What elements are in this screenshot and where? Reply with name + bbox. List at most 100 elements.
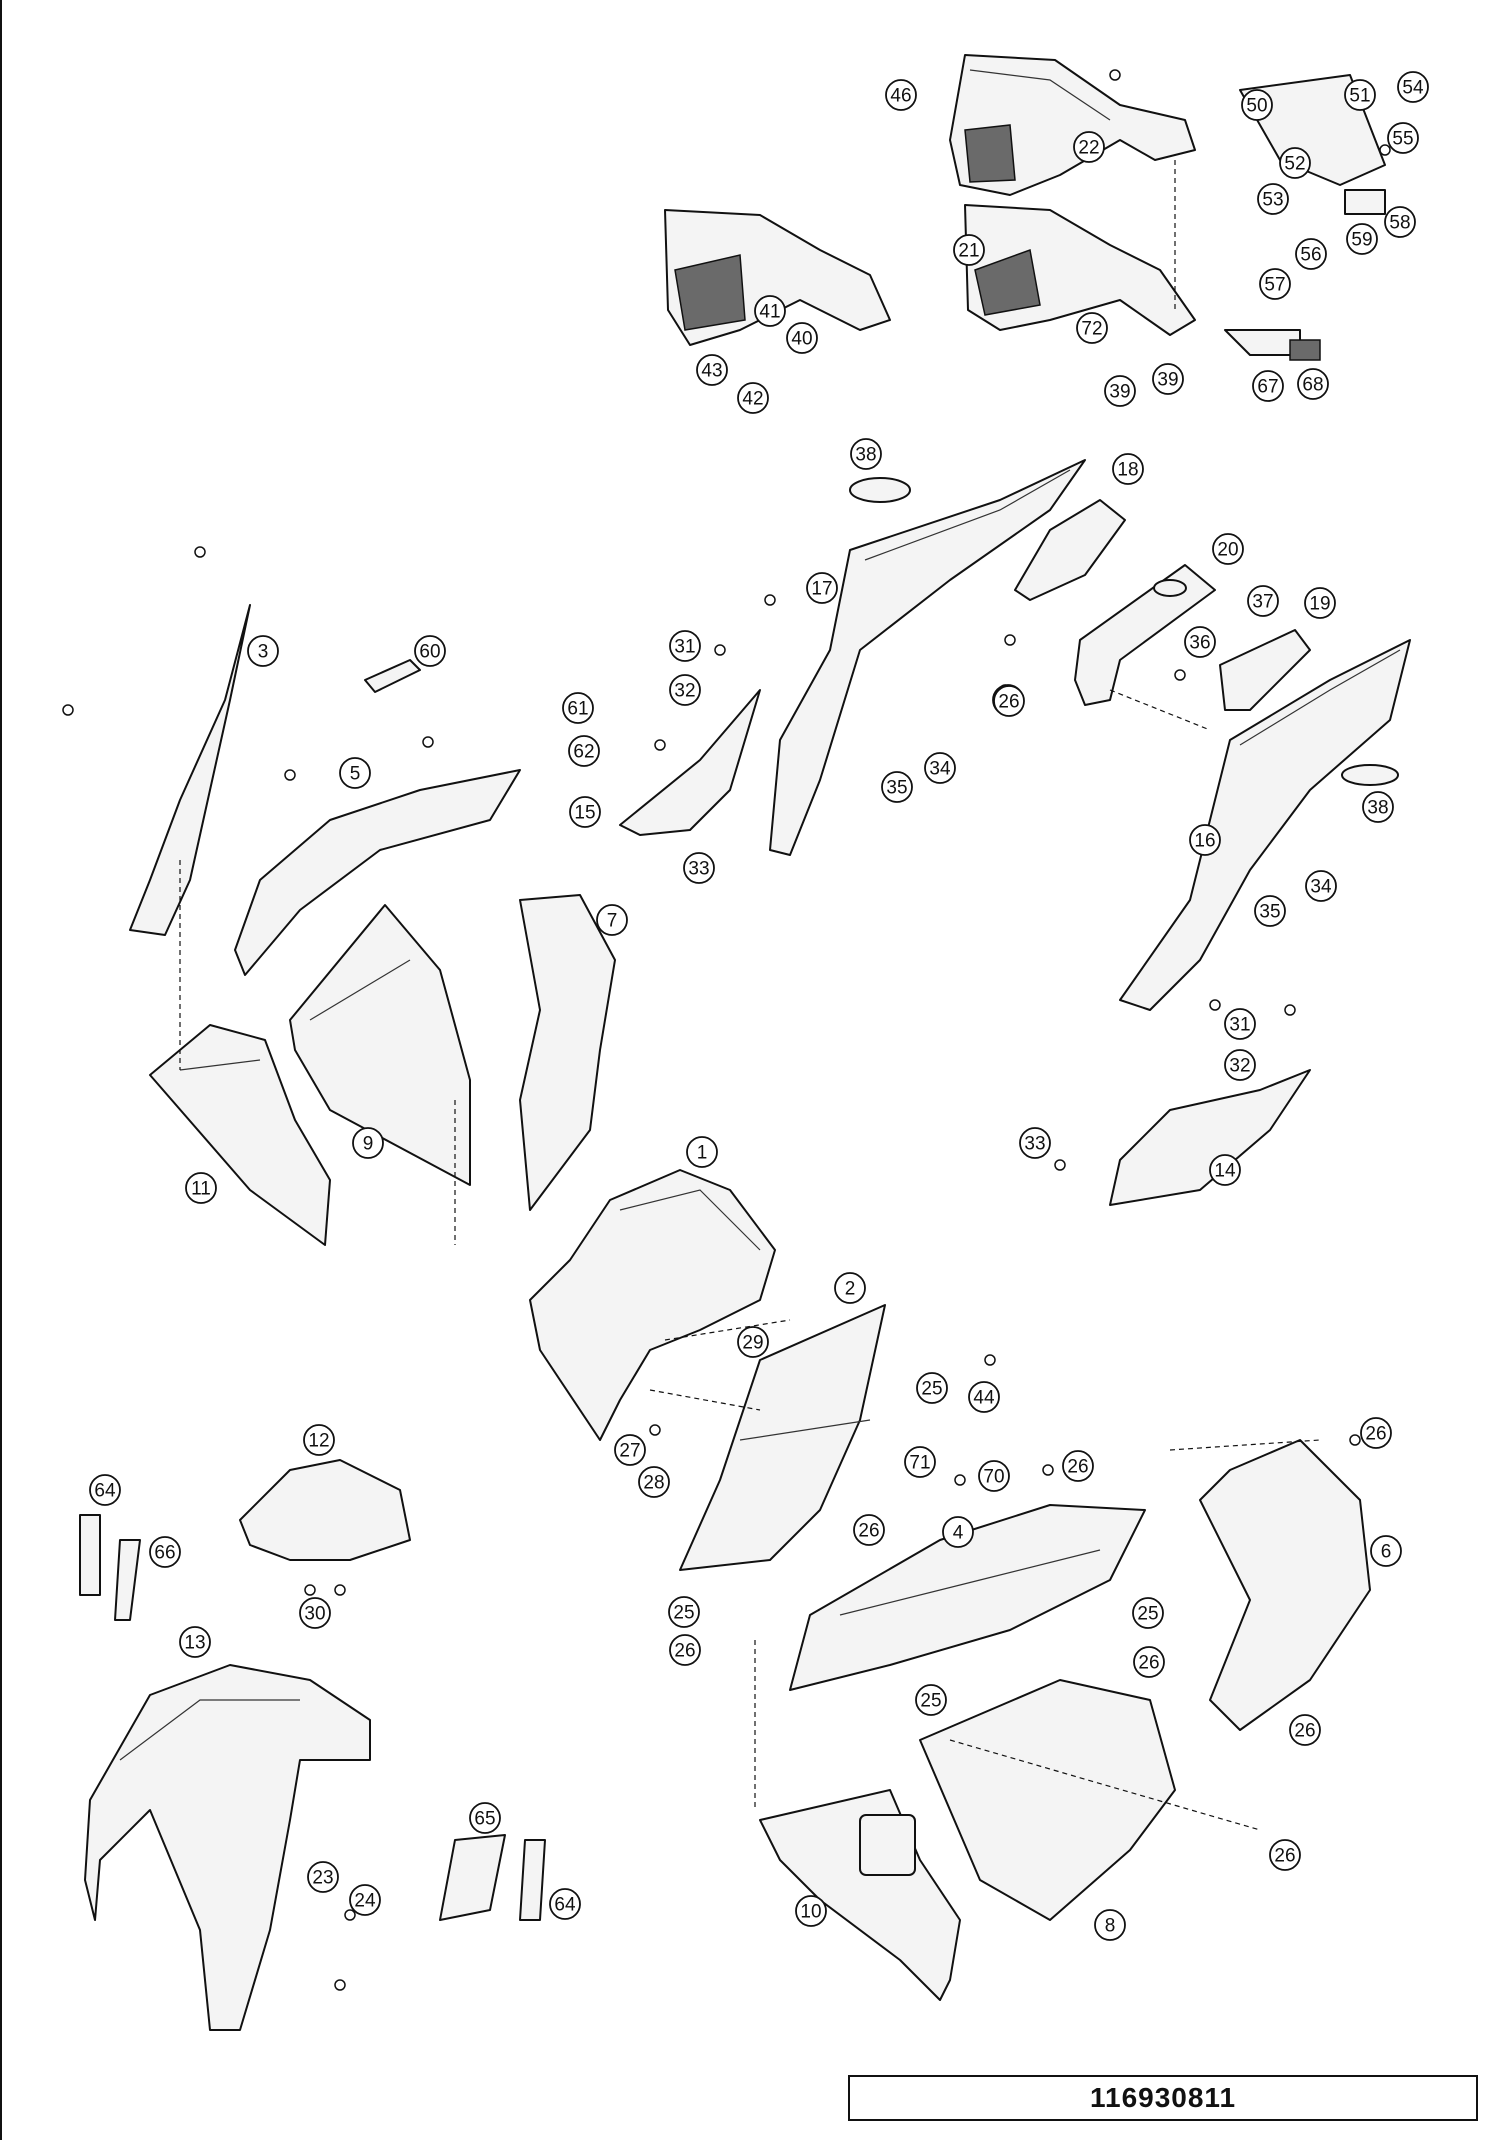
callout-number: 68 [1302, 375, 1323, 396]
callout-22: 22 [1073, 131, 1105, 163]
callout-number: 38 [855, 445, 876, 466]
callout-number: 19 [1309, 594, 1330, 615]
callout-5: 5 [339, 757, 371, 789]
part-side-fairing-6 [1199, 1439, 1371, 1731]
callout-number: 66 [154, 1543, 175, 1564]
callout-number: 55 [1392, 129, 1413, 150]
callout-41: 41 [754, 295, 786, 327]
part-reflector-64-right [519, 1839, 546, 1921]
callout-number: 44 [973, 1388, 995, 1409]
callout-number: 9 [363, 1134, 374, 1155]
callout-36: 36 [1184, 626, 1216, 658]
callout-number: 26 [1067, 1457, 1088, 1478]
callout-1: 1 [686, 1136, 718, 1168]
callout-14: 14 [1209, 1154, 1241, 1186]
callout-number: 3 [258, 642, 269, 663]
callout-number: 54 [1402, 78, 1424, 99]
callout-number: 50 [1246, 96, 1267, 117]
callout-31: 31 [1224, 1008, 1256, 1040]
callout-number: 4 [953, 1523, 964, 1544]
callout-34: 34 [1305, 870, 1337, 902]
callout-7: 7 [596, 904, 628, 936]
callout-number: 71 [909, 1453, 930, 1474]
leader-lines [179, 160, 1321, 1831]
callout-16: 16 [1189, 824, 1221, 856]
callout-59: 59 [1346, 223, 1378, 255]
callout-number: 15 [574, 803, 595, 824]
callout-33: 33 [1019, 1127, 1051, 1159]
callout-40: 40 [786, 322, 818, 354]
callout-number: 41 [759, 302, 780, 323]
callout-number: 14 [1214, 1161, 1236, 1182]
callout-42: 42 [737, 382, 769, 414]
callout-68: 68 [1297, 368, 1329, 400]
callout-3: 3 [247, 635, 279, 667]
callout-number: 26 [1274, 1846, 1295, 1867]
part-bracket-20 [1074, 564, 1216, 706]
callout-26: 26 [1062, 1450, 1094, 1482]
callout-26: 26 [1360, 1417, 1392, 1449]
callout-55: 55 [1387, 122, 1419, 154]
callout-8: 8 [1094, 1909, 1126, 1941]
callout-10: 10 [795, 1895, 827, 1927]
callout-number: 32 [1229, 1056, 1250, 1077]
callout-6: 6 [1370, 1535, 1402, 1567]
callout-number: 25 [921, 1379, 942, 1400]
callout-20: 20 [1212, 533, 1244, 565]
callout-number: 11 [191, 1179, 211, 1200]
callout-number: 25 [920, 1691, 941, 1712]
callout-number: 61 [567, 699, 588, 720]
callout-number: 10 [800, 1902, 821, 1923]
callout-62: 62 [568, 735, 600, 767]
callout-number: 20 [1217, 540, 1238, 561]
callout-number: 53 [1262, 190, 1283, 211]
part-bracket-18 [1014, 499, 1126, 601]
callout-38: 38 [850, 438, 882, 470]
part-windscreen-1 [529, 1169, 776, 1441]
callout-number: 31 [1229, 1015, 1250, 1036]
callout-2: 2 [834, 1272, 866, 1304]
part-bracket-65 [439, 1834, 506, 1921]
callout-26: 26 [993, 685, 1025, 717]
callout-58: 58 [1384, 206, 1416, 238]
callout-number: 22 [1078, 138, 1099, 159]
callout-25: 25 [668, 1596, 700, 1628]
part-reflector-64-left [79, 1514, 101, 1596]
callout-number: 28 [643, 1473, 664, 1494]
callout-number: 18 [1117, 460, 1138, 481]
part-tail-light-alt [664, 209, 891, 346]
callout-number: 17 [811, 579, 832, 600]
callout-number: 8 [1105, 1916, 1116, 1937]
callout-number: 16 [1194, 831, 1215, 852]
callout-9: 9 [352, 1127, 384, 1159]
part-tail-light-lower [964, 204, 1196, 336]
callout-37: 37 [1247, 585, 1279, 617]
callout-number: 26 [1138, 1653, 1159, 1674]
callout-60: 60 [414, 635, 446, 667]
callout-44: 44 [968, 1381, 1000, 1413]
callout-51: 51 [1344, 79, 1376, 111]
callout-66: 66 [149, 1536, 181, 1568]
part-lower-fairing-4 [789, 1504, 1146, 1691]
callout-number: 46 [890, 86, 911, 107]
part-bracket-66 [114, 1539, 141, 1621]
callout-26: 26 [669, 1634, 701, 1666]
part-panel-8 [919, 1679, 1176, 1921]
callout-number: 35 [886, 778, 907, 799]
callout-number: 26 [998, 692, 1019, 713]
part-panel-9 [289, 904, 471, 1186]
callout-52: 52 [1279, 147, 1311, 179]
callout-number: 51 [1349, 86, 1370, 107]
callout-number: 7 [607, 911, 618, 932]
callout-18: 18 [1112, 453, 1144, 485]
page-edge-rule [0, 0, 2, 2140]
callout-number: 70 [983, 1467, 1004, 1488]
callout-number: 32 [674, 681, 695, 702]
callout-number: 43 [701, 361, 722, 382]
callout-number: 2 [845, 1279, 856, 1300]
part-cover-12 [239, 1459, 411, 1561]
callout-61: 61 [562, 692, 594, 724]
callout-32: 32 [669, 674, 701, 706]
callout-number: 12 [308, 1431, 329, 1452]
